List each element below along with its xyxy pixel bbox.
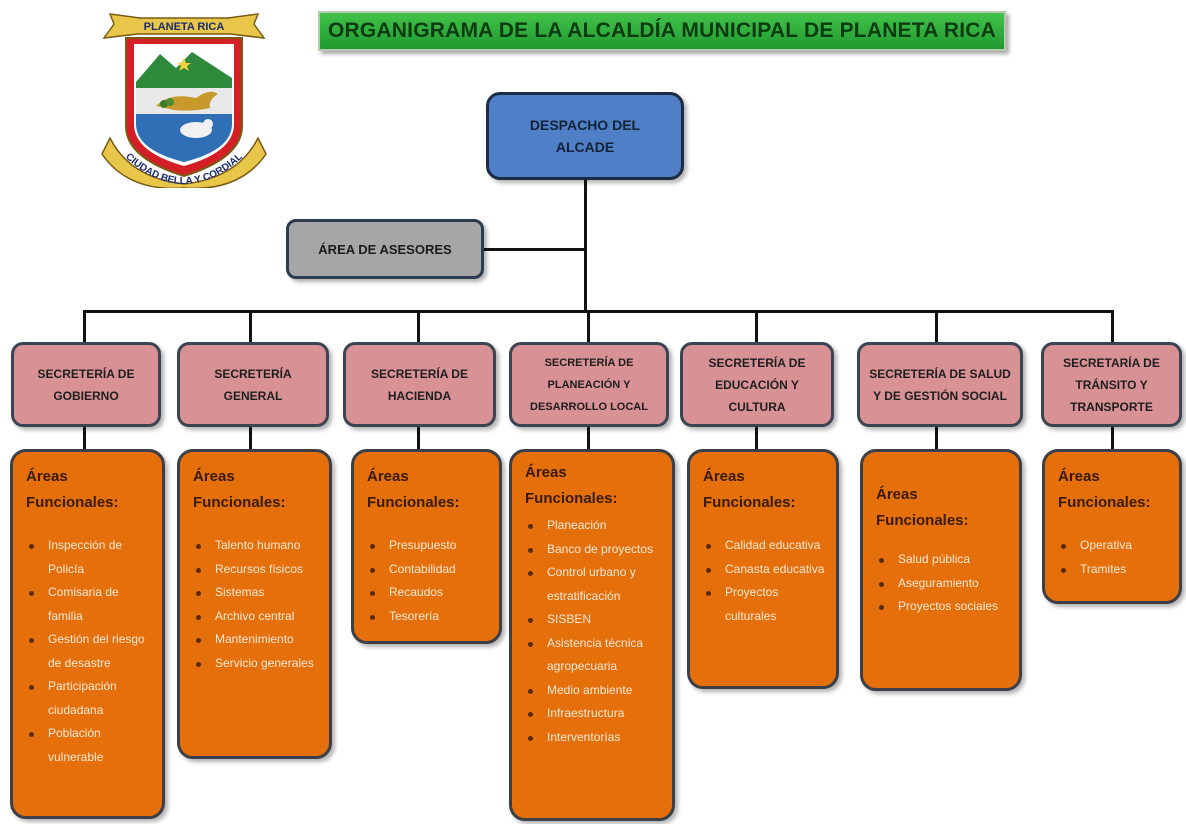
areas-title: Áreas Funcionales: [525, 464, 618, 507]
areas-title: Áreas Funcionales: [367, 468, 460, 511]
connector-area-7 [1111, 427, 1114, 449]
connector-area-1 [83, 427, 86, 449]
connector-area-5 [755, 427, 758, 449]
list-item: Recaudos [367, 581, 489, 605]
connector-sec-6 [935, 310, 938, 342]
list-item: Tramites [1058, 558, 1169, 582]
secretaria-planeacion-box: SECRETERÍA DE PLANEACIÓN Y DESARROLLO LO… [509, 342, 669, 427]
connector-sec-2 [249, 310, 252, 342]
list-item: Gestión del riesgo de desastre [26, 628, 152, 675]
secretaria-gobierno-box: SECRETERÍA DE GOBIERNO [11, 342, 161, 427]
areas-title: Áreas Funcionales: [193, 468, 286, 511]
secretaria-transito-box: SECRETARÍA DE TRÁNSITO Y TRANSPORTE [1041, 342, 1182, 427]
areas-gobierno-box: Áreas Funcionales: Inspección de Policía… [10, 449, 165, 819]
areas-list: Operativa Tramites [1058, 534, 1169, 581]
list-item: Tesorería [367, 605, 489, 629]
areas-general-box: Áreas Funcionales: Talento humano Recurs… [177, 449, 332, 759]
list-item: Canasta educativa [703, 558, 826, 582]
secretaria-general-box: SECRETERÍA GENERAL [177, 342, 329, 427]
list-item: Operativa [1058, 534, 1169, 558]
chart-title: ORGANIGRAMA DE LA ALCALDÍA MUNICIPAL DE … [318, 11, 1006, 51]
areas-title: Áreas Funcionales: [26, 468, 119, 511]
areas-title: Áreas Funcionales: [1058, 468, 1151, 511]
areas-list: Inspección de Policía Comisaria de famil… [26, 534, 152, 769]
areas-list: Presupuesto Contabilidad Recaudos Tesore… [367, 534, 489, 628]
list-item: Archivo central [193, 605, 319, 629]
list-item: Población vulnerable [26, 722, 152, 769]
planeta-rica-coat-of-arms: PLANETA RICA CIUDAD BELLA Y CORDIAL [101, 13, 267, 188]
connector-sec-3 [417, 310, 420, 342]
areas-educacion-box: Áreas Funcionales: Calidad educativa Can… [687, 449, 839, 689]
list-item: SISBEN [525, 608, 662, 632]
connector-despacho-down [584, 180, 587, 311]
connector-horizontal-bus [83, 310, 1114, 313]
list-item: Sistemas [193, 581, 319, 605]
connector-sec-5 [755, 310, 758, 342]
list-item: Recursos físicos [193, 558, 319, 582]
connector-sec-7 [1111, 310, 1114, 342]
list-item: Aseguramiento [876, 572, 1009, 596]
connector-area-3 [417, 427, 420, 449]
list-item: Medio ambiente [525, 679, 662, 703]
list-item: Proyectos sociales [876, 595, 1009, 619]
list-item: Salud pública [876, 548, 1009, 572]
areas-title: Áreas Funcionales: [703, 468, 796, 511]
areas-list: Salud pública Aseguramiento Proyectos so… [876, 548, 1009, 619]
areas-transito-box: Áreas Funcionales: Operativa Tramites [1042, 449, 1182, 604]
list-item: Banco de proyectos [525, 538, 662, 562]
list-item: Servicio generales [193, 652, 319, 676]
list-item: Calidad educativa [703, 534, 826, 558]
list-item: Presupuesto [367, 534, 489, 558]
secretaria-salud-box: SECRETERÍA DE SALUD Y DE GESTIÓN SOCIAL [857, 342, 1023, 427]
list-item: Planeación [525, 514, 662, 538]
areas-title: Áreas Funcionales: [876, 486, 969, 529]
connector-sec-4 [587, 310, 590, 342]
list-item: Participación ciudadana [26, 675, 152, 722]
list-item: Inspección de Policía [26, 534, 152, 581]
list-item: Control urbano y estratificación [525, 561, 662, 608]
connector-area-4 [587, 427, 590, 449]
list-item: Talento humano [193, 534, 319, 558]
list-item: Infraestructura [525, 702, 662, 726]
areas-list: Planeación Banco de proyectos Control ur… [525, 514, 662, 749]
areas-salud-box: Áreas Funcionales: Salud pública Asegura… [860, 449, 1022, 691]
connector-area-2 [249, 427, 252, 449]
secretaria-educacion-box: SECRETERÍA DE EDUCACIÓN Y CULTURA [680, 342, 834, 427]
logo-top-text: PLANETA RICA [144, 21, 225, 33]
list-item: Asistencia técnica agropecuaria [525, 632, 662, 679]
connector-area-6 [935, 427, 938, 449]
connector-asesores [484, 248, 586, 251]
area-de-asesores-box: ÁREA DE ASESORES [286, 219, 484, 279]
list-item: Mantenimiento [193, 628, 319, 652]
connector-sec-1 [83, 310, 86, 342]
areas-hacienda-box: Áreas Funcionales: Presupuesto Contabili… [351, 449, 502, 644]
secretaria-hacienda-box: SECRETERÍA DE HACIENDA [343, 342, 496, 427]
despacho-del-alcalde-box: DESPACHO DEL ALCADE [486, 92, 684, 180]
list-item: Proyectos culturales [703, 581, 826, 628]
list-item: Contabilidad [367, 558, 489, 582]
list-item: Interventorías [525, 726, 662, 750]
areas-list: Calidad educativa Canasta educativa Proy… [703, 534, 826, 628]
areas-planeacion-box: Áreas Funcionales: Planeación Banco de p… [509, 449, 675, 821]
list-item: Comisaria de familia [26, 581, 152, 628]
areas-list: Talento humano Recursos físicos Sistemas… [193, 534, 319, 675]
